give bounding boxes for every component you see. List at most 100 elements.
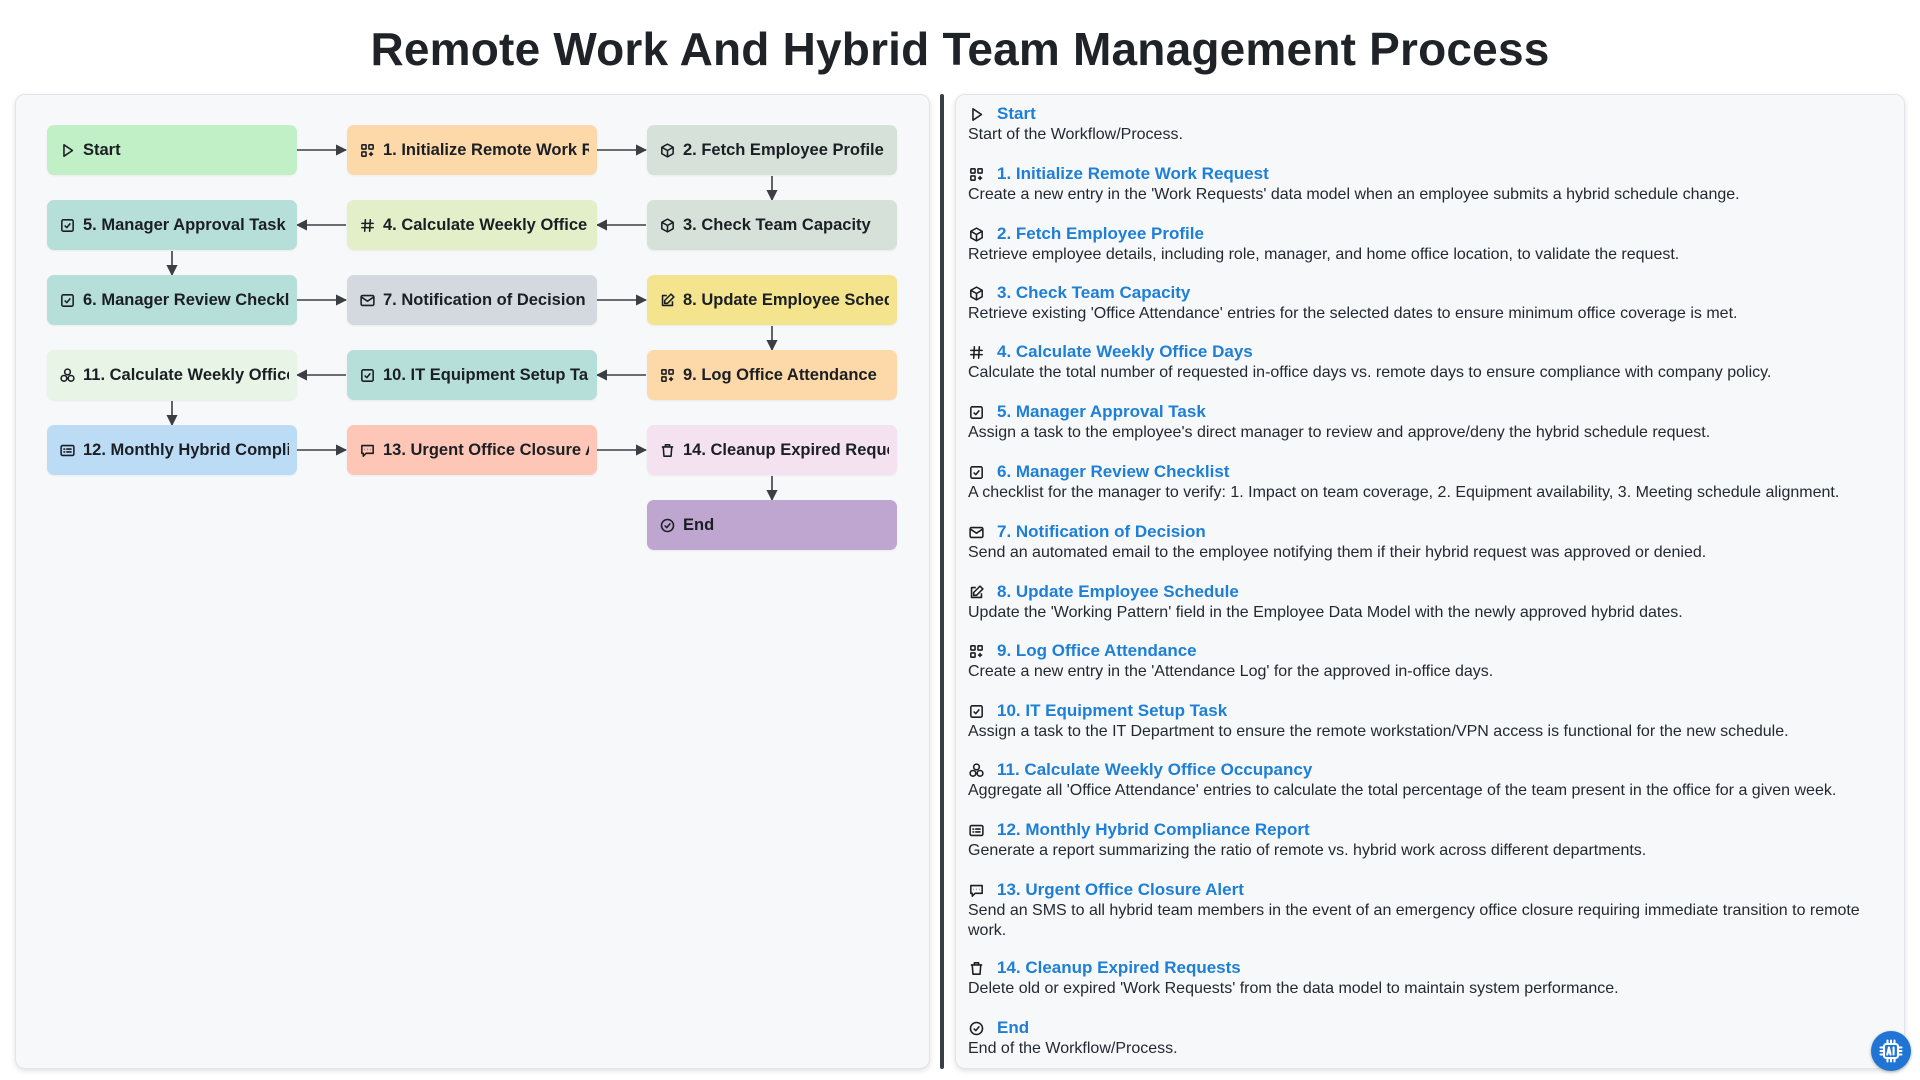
check-circle-icon: [659, 517, 676, 534]
detail-description: Create a new entry in the 'Work Requests…: [968, 186, 1740, 203]
node-start[interactable]: Start: [47, 125, 297, 175]
node-10[interactable]: 10. IT Equipment Setup Task: [347, 350, 597, 400]
detail-description: Send an SMS to all hybrid team members i…: [968, 902, 1860, 939]
checkbox-icon: [968, 464, 985, 481]
report-icon: [968, 822, 985, 839]
detail-item: End End of the Workflow/Process.: [968, 1017, 1893, 1059]
checkbox-icon: [59, 217, 76, 234]
node-label: 7. Notification of Decision: [383, 290, 586, 309]
cube-icon: [968, 226, 985, 243]
cube-icon: [659, 142, 676, 159]
node-7[interactable]: 7. Notification of Decision: [347, 275, 597, 325]
detail-description: A checklist for the manager to verify: 1…: [968, 484, 1840, 501]
detail-item: 14. Cleanup Expired Requests Delete old …: [968, 957, 1893, 999]
flowchart-panel: [15, 94, 930, 1069]
node-14[interactable]: 14. Cleanup Expired Requests: [647, 425, 897, 475]
checkbox-icon: [968, 404, 985, 421]
detail-title-link[interactable]: 4. Calculate Weekly Office Days: [997, 342, 1253, 361]
detail-title-link[interactable]: 6. Manager Review Checklist: [997, 462, 1230, 481]
play-icon: [968, 106, 985, 123]
edit-icon: [968, 584, 985, 601]
node-13[interactable]: 13. Urgent Office Closure Alert: [347, 425, 597, 475]
detail-title-link[interactable]: Start: [997, 104, 1036, 123]
detail-title-link[interactable]: 10. IT Equipment Setup Task: [997, 701, 1228, 720]
hash-icon: [359, 217, 376, 234]
detail-item: 5. Manager Approval Task Assign a task t…: [968, 401, 1893, 443]
cube-icon: [659, 217, 676, 234]
grid-icon: [968, 166, 985, 183]
node-label: 3. Check Team Capacity: [683, 215, 871, 234]
detail-title-link[interactable]: 14. Cleanup Expired Requests: [997, 958, 1241, 977]
checkbox-icon: [968, 703, 985, 720]
detail-description: Retrieve employee details, including rol…: [968, 246, 1680, 263]
detail-title-link[interactable]: 8. Update Employee Schedule: [997, 582, 1239, 601]
node-2[interactable]: 2. Fetch Employee Profile: [647, 125, 897, 175]
detail-description: Assign a task to the employee's direct m…: [968, 424, 1711, 441]
detail-description: Generate a report summarizing the ratio …: [968, 842, 1647, 859]
node-label: End: [683, 515, 715, 534]
grid-icon: [359, 142, 376, 159]
detail-description: Update the 'Working Pattern' field in th…: [968, 604, 1683, 621]
circles-icon: [59, 367, 76, 384]
panel-divider[interactable]: [940, 94, 944, 1069]
mail-icon: [359, 292, 376, 309]
node-1[interactable]: 1. Initialize Remote Work Request: [347, 125, 597, 175]
detail-description: Send an automated email to the employee …: [968, 544, 1707, 561]
detail-title-link[interactable]: 12. Monthly Hybrid Compliance Report: [997, 820, 1310, 839]
detail-description: Start of the Workflow/Process.: [968, 126, 1183, 143]
circles-icon: [968, 762, 985, 779]
detail-title-link[interactable]: 5. Manager Approval Task: [997, 402, 1206, 421]
node-9[interactable]: 9. Log Office Attendance: [647, 350, 897, 400]
detail-description: Calculate the total number of requested …: [968, 364, 1772, 381]
detail-description: Delete old or expired 'Work Requests' fr…: [968, 980, 1619, 997]
hash-icon: [968, 344, 985, 361]
message-icon: [968, 882, 985, 899]
ai-chip-icon: [1877, 1037, 1905, 1065]
page-title: Remote Work And Hybrid Team Management P…: [370, 23, 1550, 75]
grid-icon: [659, 367, 676, 384]
detail-item: 12. Monthly Hybrid Compliance Report Gen…: [968, 819, 1893, 861]
detail-title-link[interactable]: 7. Notification of Decision: [997, 522, 1206, 541]
node-label: 1. Initialize Remote Work Request: [383, 140, 589, 159]
message-icon: [359, 442, 376, 459]
node-label: 2. Fetch Employee Profile: [683, 140, 884, 159]
detail-title-link[interactable]: 11. Calculate Weekly Office Occupancy: [997, 760, 1313, 779]
grid-icon: [968, 643, 985, 660]
play-icon: [59, 142, 76, 159]
details-panel: [955, 94, 1905, 1069]
ai-chip-button[interactable]: [1871, 1031, 1911, 1071]
node-label: 5. Manager Approval Task: [83, 215, 286, 234]
node-label: 12. Monthly Hybrid Compliance Report: [83, 440, 289, 459]
node-label: 10. IT Equipment Setup Task: [383, 365, 589, 384]
mail-icon: [968, 524, 985, 541]
detail-item: 3. Check Team Capacity Retrieve existing…: [968, 282, 1893, 324]
node-5[interactable]: 5. Manager Approval Task: [47, 200, 297, 250]
node-8[interactable]: 8. Update Employee Schedule: [647, 275, 897, 325]
node-12[interactable]: 12. Monthly Hybrid Compliance Report: [47, 425, 297, 475]
node-label: 8. Update Employee Schedule: [683, 290, 889, 309]
detail-title-link[interactable]: 13. Urgent Office Closure Alert: [997, 880, 1244, 899]
detail-title-link[interactable]: 1. Initialize Remote Work Request: [997, 164, 1269, 183]
node-label: 6. Manager Review Checklist: [83, 290, 289, 309]
node-11[interactable]: 11. Calculate Weekly Office Occupancy: [47, 350, 297, 400]
trash-icon: [659, 442, 676, 459]
detail-title-link[interactable]: 9. Log Office Attendance: [997, 641, 1197, 660]
node-end[interactable]: End: [647, 500, 897, 550]
node-label: 11. Calculate Weekly Office Occupancy: [83, 365, 289, 384]
trash-icon: [968, 960, 985, 977]
detail-title-link[interactable]: End: [997, 1018, 1030, 1037]
detail-item: 13. Urgent Office Closure Alert Send an …: [968, 879, 1893, 941]
checkbox-icon: [359, 367, 376, 384]
node-4[interactable]: 4. Calculate Weekly Office Days: [347, 200, 597, 250]
detail-description: Aggregate all 'Office Attendance' entrie…: [968, 782, 1837, 799]
detail-description: Create a new entry in the 'Attendance Lo…: [968, 663, 1494, 680]
checkbox-icon: [59, 292, 76, 309]
node-6[interactable]: 6. Manager Review Checklist: [47, 275, 297, 325]
detail-item: 7. Notification of Decision Send an auto…: [968, 521, 1893, 563]
node-3[interactable]: 3. Check Team Capacity: [647, 200, 897, 250]
detail-item: 6. Manager Review Checklist A checklist …: [968, 461, 1893, 503]
detail-item: 9. Log Office Attendance Create a new en…: [968, 640, 1893, 682]
detail-title-link[interactable]: 3. Check Team Capacity: [997, 283, 1191, 302]
detail-description: Assign a task to the IT Department to en…: [968, 723, 1789, 740]
detail-title-link[interactable]: 2. Fetch Employee Profile: [997, 224, 1204, 243]
